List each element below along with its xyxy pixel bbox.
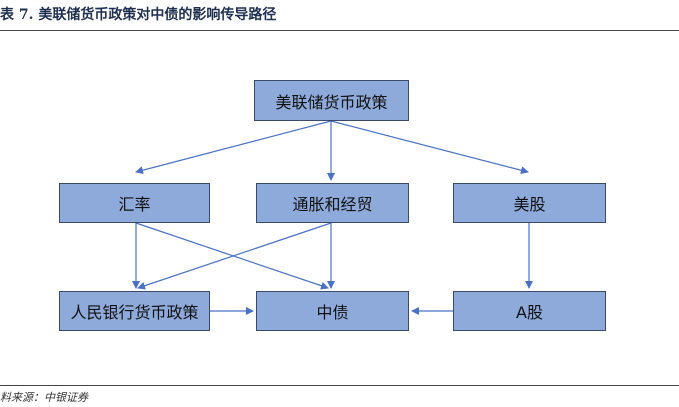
- figure-title: 表 7. 美联储货币政策对中债的影响传导路径: [0, 7, 277, 23]
- node-pboc-monetary-policy: 人民银行货币政策: [59, 291, 210, 331]
- node-a-shares: A股: [453, 291, 606, 331]
- node-china-bonds: 中债: [256, 291, 409, 331]
- arrow-fx-to-china-bonds: [135, 222, 329, 290]
- node-fed-monetary-policy: 美联储货币政策: [254, 80, 409, 121]
- source-note: 料来源：中银证券: [0, 391, 88, 404]
- arrow-root-to-fx: [135, 120, 332, 175]
- node-exchange-rate: 汇率: [59, 183, 210, 223]
- node-inflation-trade: 通胀和经贸: [256, 183, 409, 223]
- node-us-stocks: 美股: [453, 183, 606, 223]
- arrow-inflation-to-pboc: [137, 222, 332, 290]
- arrow-root-to-us-stocks: [330, 120, 529, 175]
- top-rule: [0, 30, 679, 31]
- bottom-rule: [0, 385, 679, 386]
